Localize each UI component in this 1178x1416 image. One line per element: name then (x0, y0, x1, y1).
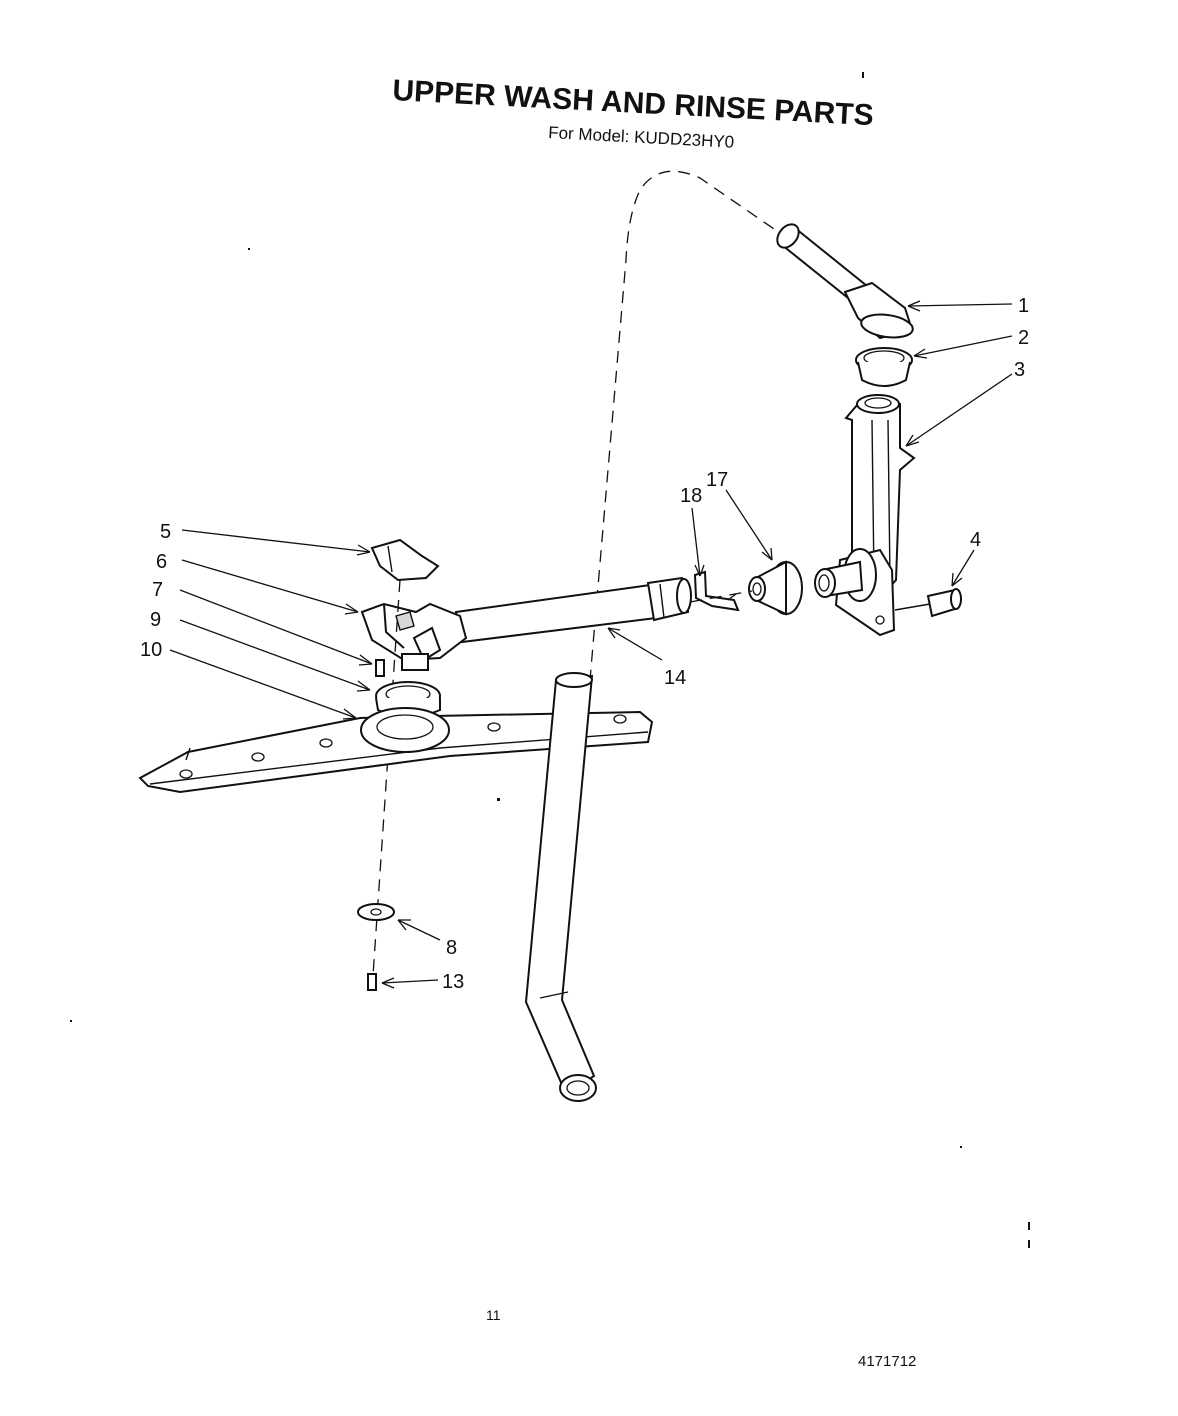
document-number: 4171712 (858, 1353, 916, 1370)
scan-specks (70, 72, 1030, 1248)
callout-13: 13 (442, 971, 464, 993)
callout-9: 9 (150, 609, 161, 631)
callout-1: 1 (1018, 295, 1029, 317)
assembly-path-upper (589, 170, 791, 681)
callout-8: 8 (446, 937, 457, 959)
callout-6: 6 (156, 551, 167, 573)
callout-2: 2 (1018, 327, 1029, 349)
hub-centerline-dash (371, 579, 401, 991)
seal-ring-part (855, 347, 913, 387)
callout-14: 14 (664, 667, 686, 689)
check-valve-part-17 (748, 560, 803, 616)
callout-10: 10 (140, 639, 162, 661)
screw-part-13 (367, 973, 377, 991)
hub-assembly-part-6 (360, 602, 468, 671)
leader-lines (169, 300, 1013, 989)
upper-supply-hose (776, 223, 914, 340)
diagram-subtitle: For Model: KUDD23HY0 (548, 123, 735, 152)
vertical-supply-tube (524, 672, 597, 1102)
callout-4: 4 (970, 529, 981, 551)
callout-18: 18 (680, 485, 702, 507)
wash-manifold-tube-part-14 (454, 576, 692, 644)
callout-3: 3 (1014, 359, 1025, 381)
clip-part-18 (693, 570, 740, 612)
callout-17: 17 (706, 469, 728, 491)
callout-7: 7 (152, 579, 163, 601)
cap-part-5 (370, 538, 440, 582)
washer-part-8 (357, 903, 395, 921)
callout-labels: 1 2 3 4 5 6 7 9 10 8 13 14 17 18 (140, 295, 1029, 993)
page-number: 11 (486, 1307, 501, 1323)
diagram-title: UPPER WASH AND RINSE PARTS (392, 74, 875, 132)
fastener-part-4 (894, 588, 962, 618)
outlet-flange-part (814, 548, 896, 637)
manifold-axis-dash (689, 590, 753, 603)
screw-part-7 (375, 659, 385, 677)
callout-5: 5 (160, 521, 171, 543)
